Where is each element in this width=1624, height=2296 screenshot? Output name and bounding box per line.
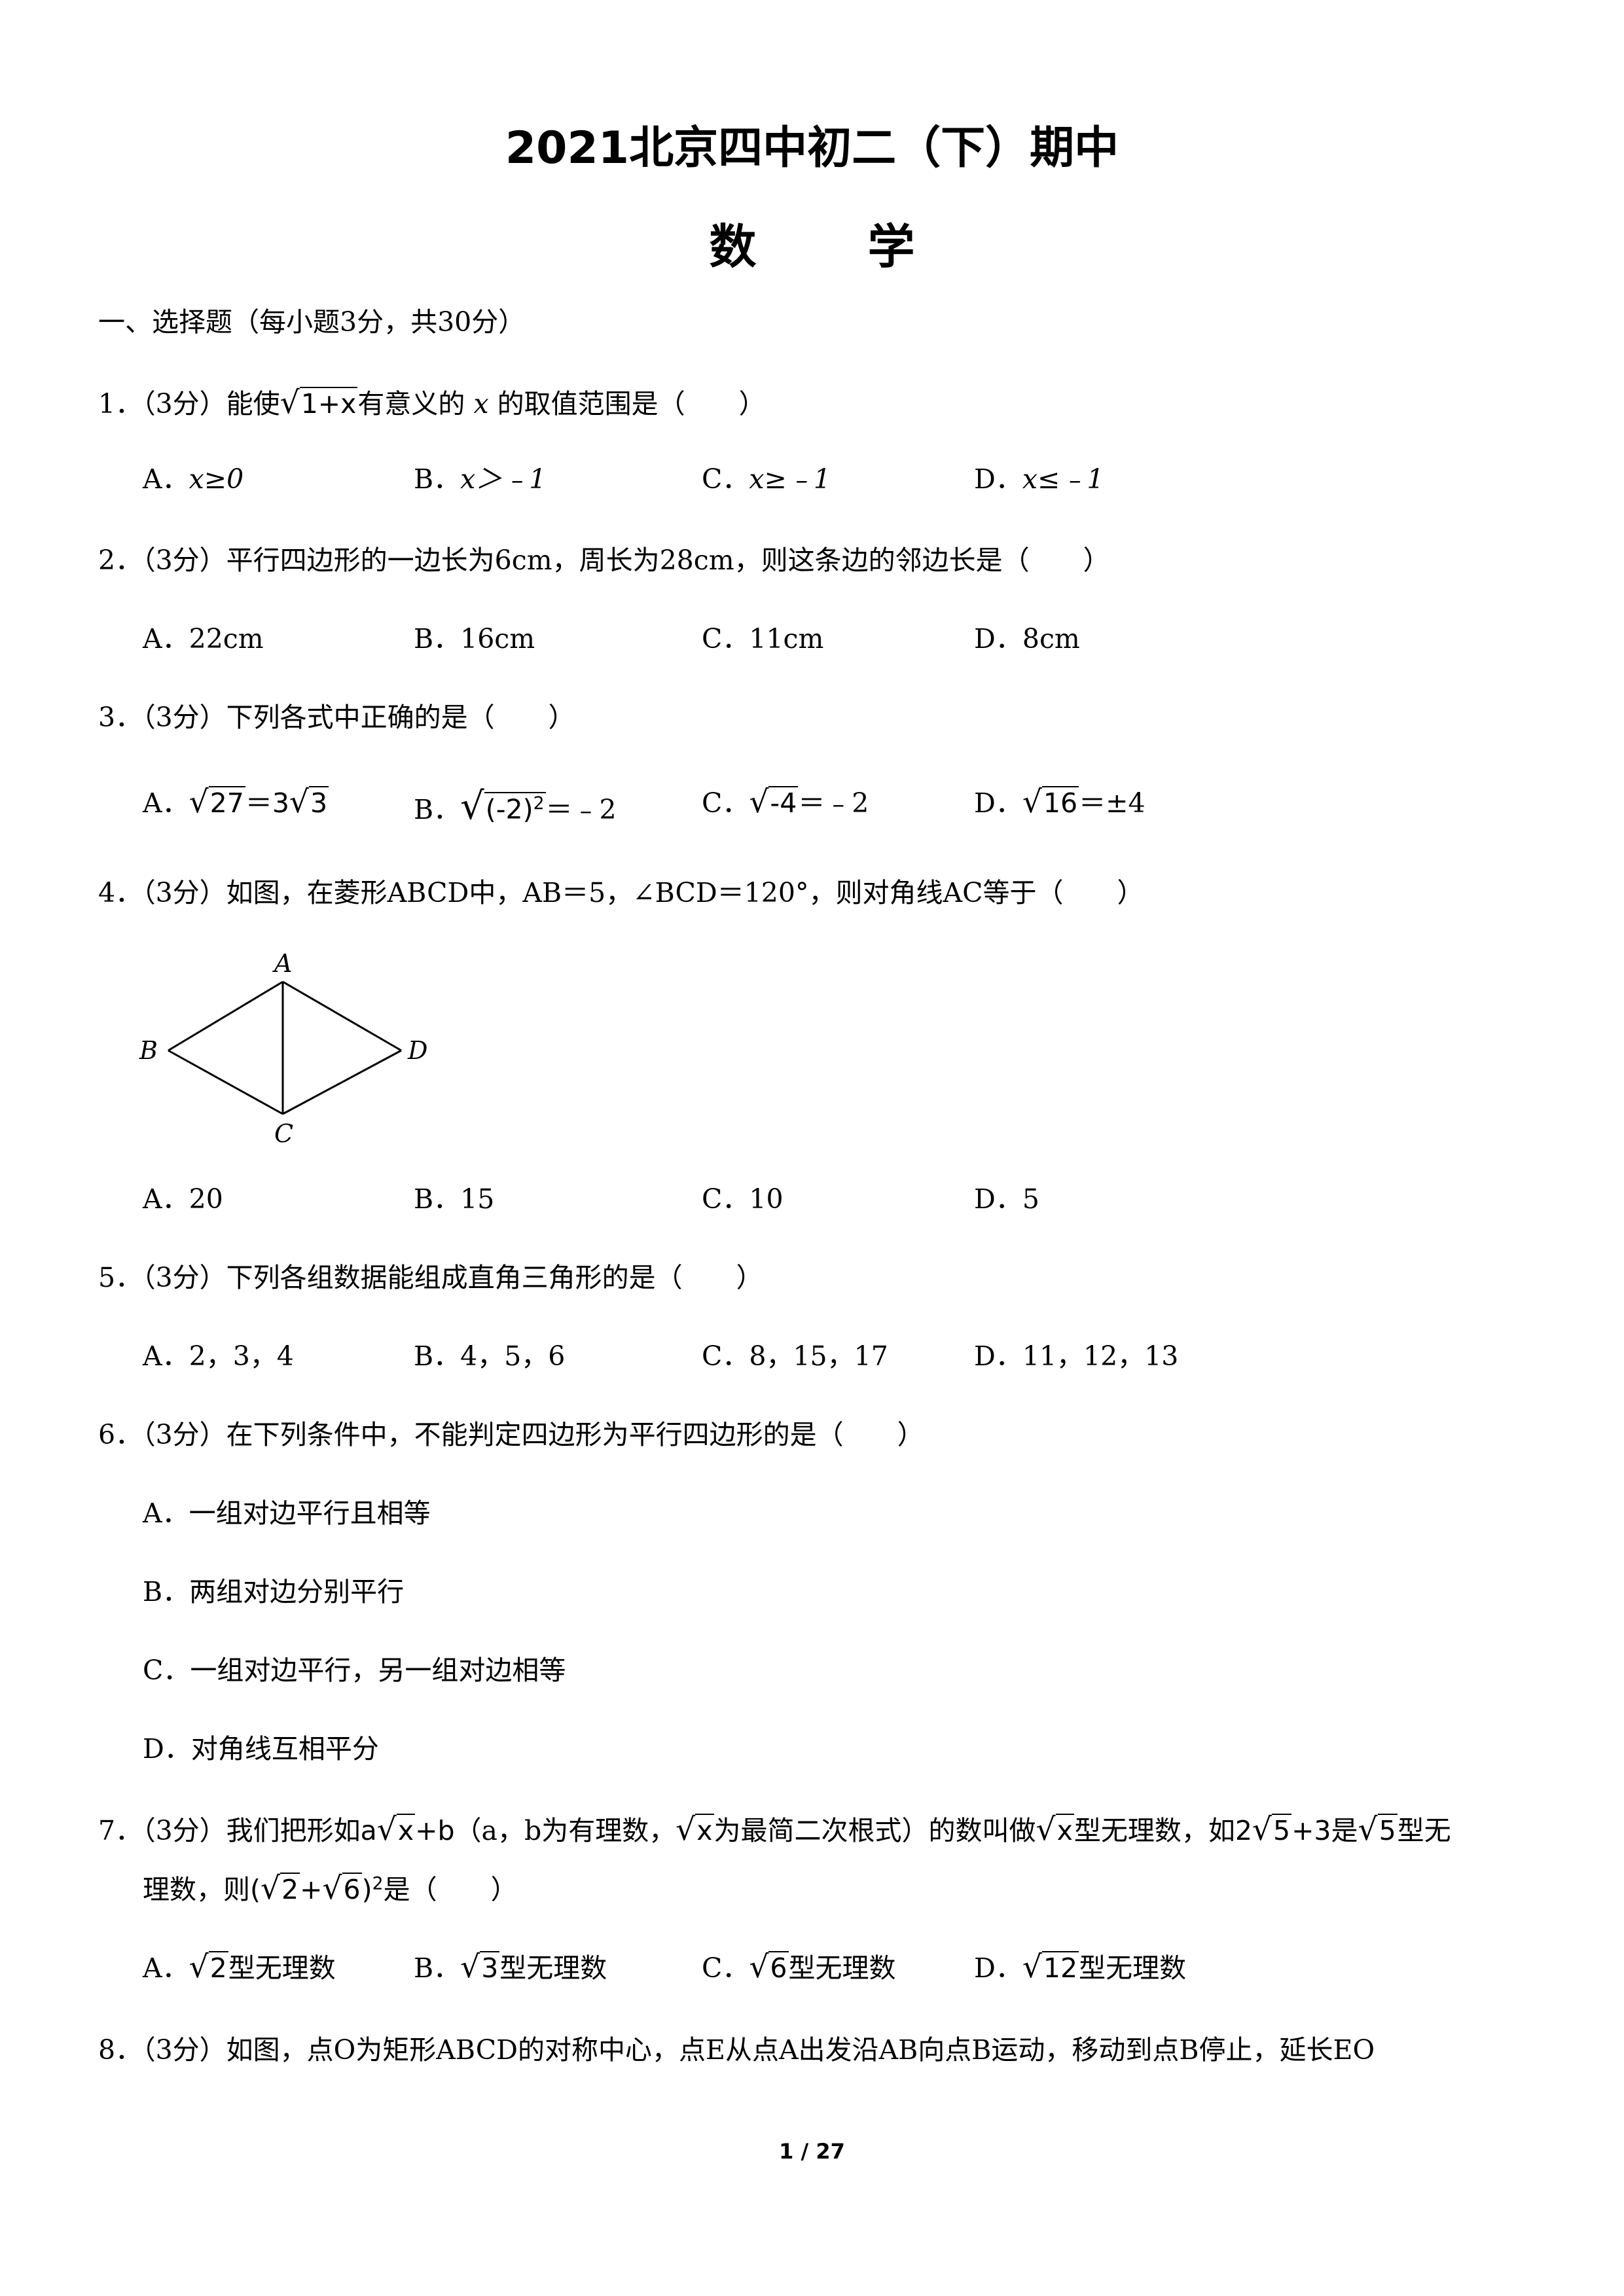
q7-option-c: C．√6型无理数 xyxy=(702,1949,896,1985)
q5-option-d: D．11，12，13 xyxy=(974,1340,1179,1372)
q1-option-d: D．x≤﹣1 xyxy=(974,463,1104,495)
q3-option-d: D．√16＝±4 xyxy=(974,784,1146,820)
question-4: 4．（3分）如图，在菱形ABCD中，AB＝5，∠BCD＝120°，则对角线AC等… xyxy=(98,877,1144,908)
q2-option-d: D．8cm xyxy=(974,623,1080,655)
q1-suffix: 的取值范围是（ ） xyxy=(488,388,766,420)
page-number: 1 / 27 xyxy=(779,2139,845,2164)
q5-option-c: C．8，15，17 xyxy=(702,1340,888,1372)
q4-option-c: C．10 xyxy=(702,1183,784,1215)
sqrt-expression: √1+x xyxy=(280,385,358,421)
q7-option-b: B．√3型无理数 xyxy=(414,1949,607,1985)
document-title: 2021北京四中初二（下）期中 xyxy=(505,122,1119,174)
question-5: 5．（3分）下列各组数据能组成直角三角形的是（ ） xyxy=(98,1262,763,1293)
q2-option-a: A．22cm xyxy=(143,623,264,655)
q3-option-c: C．√-4＝﹣2 xyxy=(702,784,869,820)
section-heading: 一、选择题（每小题3分，共30分） xyxy=(98,306,526,338)
q1-option-a: A．x≥0 xyxy=(143,463,244,495)
question-7-line-2: 理数，则(√2+√6)2是（ ） xyxy=(143,1871,518,1907)
q1-middle: 有意义的 xyxy=(357,388,474,420)
question-1: 1．（3分）能使√1+x有意义的 x 的取值范围是（ ） xyxy=(98,385,766,422)
q2-option-b: B．16cm xyxy=(414,623,535,655)
q4-option-b: B．15 xyxy=(414,1183,495,1215)
q7-option-d: D．√12型无理数 xyxy=(974,1949,1187,1985)
vertex-label-c: C xyxy=(274,1119,293,1148)
q6-option-b: B．两组对边分别平行 xyxy=(143,1576,405,1607)
q1-option-b: B．x＞﹣1 xyxy=(414,463,547,495)
edge-ab xyxy=(168,980,283,1052)
q4-option-a: A．20 xyxy=(143,1183,223,1215)
q6-option-a: A．一组对边平行且相等 xyxy=(143,1498,431,1529)
edge-bc xyxy=(168,1049,283,1115)
q5-option-a: A．2，3，4 xyxy=(143,1340,294,1372)
question-2: 2．（3分）平行四边形的一边长为6cm，周长为28cm，则这条边的邻边长是（ ） xyxy=(98,545,1110,576)
vertex-label-b: B xyxy=(139,1036,158,1065)
question-7-line-1: 7．（3分）我们把形如a√x+b（a，b为有理数，√x为最简二次根式）的数叫做√… xyxy=(98,1812,1451,1848)
edge-ad xyxy=(282,980,402,1052)
vertex-label-d: D xyxy=(407,1036,427,1065)
q7-option-a: A．√2型无理数 xyxy=(143,1949,336,1985)
q1-variable: x xyxy=(473,388,489,420)
q3-option-b: B．√(-2)2＝﹣2 xyxy=(414,784,617,828)
rhombus-diagram: A B C D xyxy=(139,949,427,1148)
q3-option-a: A．√27＝3√3 xyxy=(143,784,329,820)
q1-option-c: C．x≥﹣1 xyxy=(702,463,831,495)
q6-option-c: C．一组对边平行，另一组对边相等 xyxy=(143,1655,566,1686)
q6-option-d: D．对角线互相平分 xyxy=(143,1733,379,1765)
edge-cd xyxy=(282,1049,402,1115)
q2-option-c: C．11cm xyxy=(702,623,824,655)
question-6: 6．（3分）在下列条件中，不能判定四边形为平行四边形的是（ ） xyxy=(98,1419,924,1450)
question-3: 3．（3分）下列各式中正确的是（ ） xyxy=(98,702,575,733)
q5-option-b: B．4，5，6 xyxy=(414,1340,566,1372)
document-subtitle: 数学 xyxy=(709,219,1026,274)
vertex-label-a: A xyxy=(272,949,292,978)
question-8: 8．（3分）如图，点O为矩形ABCD的对称中心，点E从点A出发沿AB向点B运动，… xyxy=(98,2034,1375,2066)
q4-option-d: D．5 xyxy=(974,1183,1039,1215)
q1-prefix: 1．（3分）能使 xyxy=(98,388,280,420)
